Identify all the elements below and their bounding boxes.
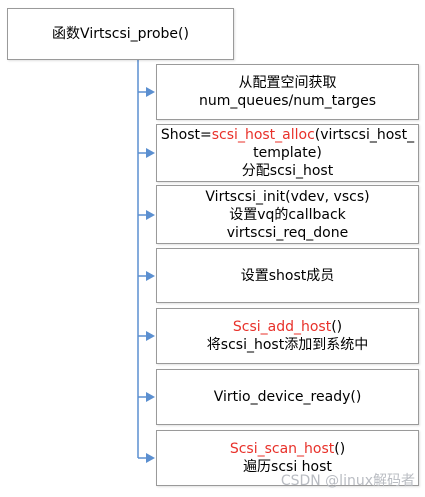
step-text-line: Scsi_scan_host()	[230, 440, 345, 458]
text-segment: Shost=	[160, 127, 212, 143]
step-text-line: 设置vq的callback	[229, 206, 346, 224]
step-text-line: virtscsi_req_done	[227, 224, 348, 242]
highlighted-function-name: scsi_host_alloc	[211, 127, 315, 143]
arrow-head-icon	[146, 453, 155, 463]
text-segment: 遍历scsi host	[243, 459, 332, 475]
text-segment: num_queues/num_targes	[198, 93, 376, 109]
highlighted-function-name: Scsi_add_host	[232, 319, 332, 335]
arrow-head-icon	[146, 392, 155, 402]
text-segment: template)	[253, 145, 322, 161]
step-text-line: template)	[253, 144, 322, 162]
step-text-line: Virtscsi_init(vdev, vscs)	[205, 188, 369, 206]
root-function-box: 函数Virtscsi_probe()	[7, 8, 234, 60]
step-box-read-config: 从配置空间获取 num_queues/num_targes	[156, 64, 419, 120]
text-segment: (virtscsi_host_	[314, 127, 415, 143]
text-segment: ()	[331, 319, 343, 335]
arrow-head-icon	[146, 148, 155, 158]
step-box-alloc-host: Shost=scsi_host_alloc(virtscsi_host_temp…	[156, 124, 419, 182]
step-text-line: 设置shost成员	[241, 267, 335, 285]
step-text-line: 遍历scsi host	[243, 458, 332, 476]
step-text-line: num_queues/num_targes	[199, 92, 376, 110]
arrow-head-icon	[146, 331, 155, 341]
highlighted-function-name: Scsi_scan_host	[229, 441, 335, 457]
text-segment: 将scsi_host添加到系统中	[206, 337, 369, 353]
arrow-head-icon	[146, 271, 155, 281]
text-segment: Virtio_device_ready()	[213, 389, 362, 405]
text-segment: Virtscsi_init(vdev, vscs)	[205, 188, 370, 205]
root-function-label: 函数Virtscsi_probe()	[52, 26, 189, 42]
text-segment: 分配scsi_host	[241, 163, 334, 179]
step-text-line: Shost=scsi_host_alloc(virtscsi_host_	[161, 126, 414, 144]
step-text-line: Virtio_device_ready()	[214, 388, 362, 406]
step-text-line: Scsi_add_host()	[233, 318, 342, 336]
arrow-head-icon	[146, 87, 155, 97]
step-text-line: 从配置空间获取	[239, 74, 337, 92]
step-text-line: 将scsi_host添加到系统中	[207, 336, 368, 354]
step-text-line: 分配scsi_host	[242, 162, 333, 180]
step-box-set-shost-members: 设置shost成员	[156, 248, 419, 303]
text-segment: ()	[334, 441, 346, 457]
step-box-device-ready: Virtio_device_ready()	[156, 369, 419, 425]
text-segment: 从配置空间获取	[238, 75, 337, 91]
text-segment: 设置vq的callback	[229, 206, 346, 223]
text-segment: virtscsi_req_done	[226, 224, 349, 241]
step-box-scan-host: Scsi_scan_host()遍历scsi host	[156, 430, 419, 486]
arrow-head-icon	[146, 210, 155, 220]
text-segment: 设置shost成员	[240, 267, 335, 284]
step-box-add-host: Scsi_add_host()将scsi_host添加到系统中	[156, 308, 419, 364]
csdn-watermark: CSDN @linux解码者	[280, 473, 415, 489]
